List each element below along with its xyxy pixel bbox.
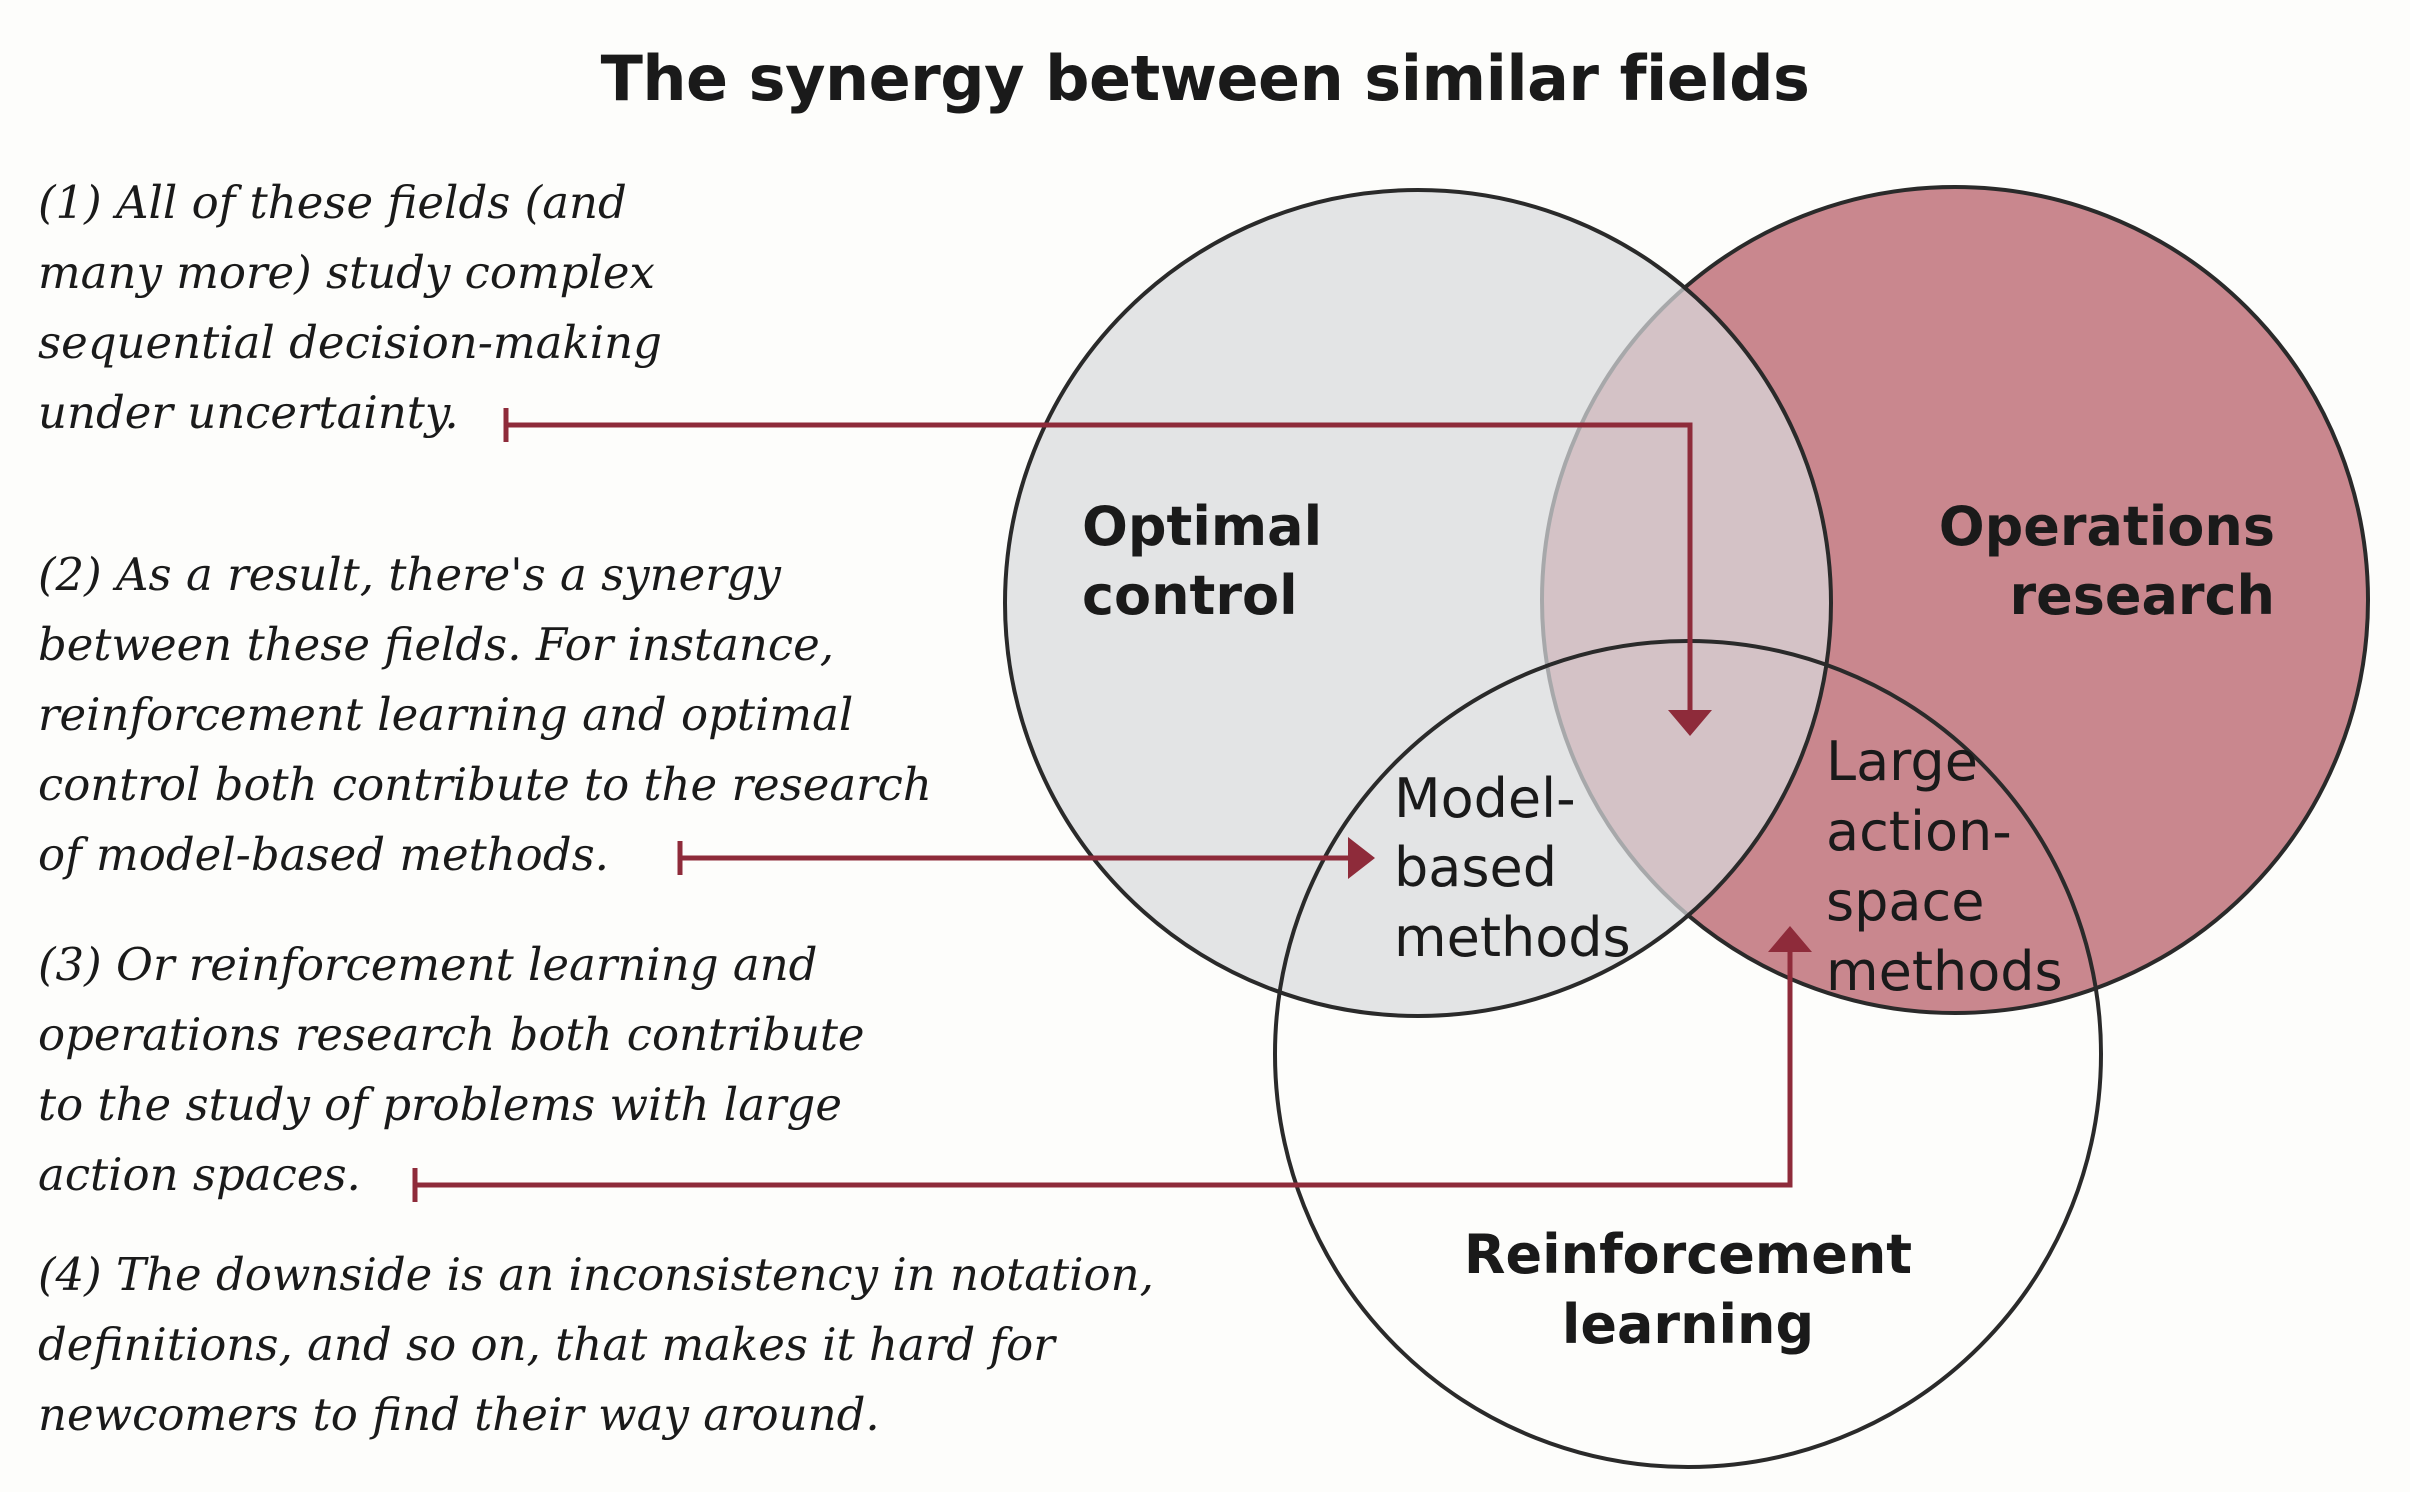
model-based-label-3: methods — [1394, 906, 1631, 969]
large-action-label-4: methods — [1826, 940, 2063, 1003]
note-1: (1) All of these fields (and many more) … — [38, 176, 662, 439]
model-based-label-1: Model- — [1394, 767, 1576, 830]
operations-research-label-1: Operations — [1939, 495, 2275, 558]
large-action-label-1: Large — [1826, 730, 1978, 793]
reinforcement-learning-label-2: learning — [1562, 1293, 1814, 1356]
arrow-2 — [677, 837, 1375, 879]
optimal-control-label-1: Optimal — [1082, 495, 1322, 558]
arrow-3 — [412, 926, 1812, 1202]
note-2: (2) As a result, there's a synergy betwe… — [38, 548, 932, 881]
model-based-label-2: based — [1394, 836, 1557, 899]
note-3: (3) Or reinforcement learning and operat… — [38, 938, 865, 1201]
reinforcement-learning-label-1: Reinforcement — [1464, 1223, 1912, 1286]
operations-research-label-2: research — [2009, 564, 2275, 627]
arrow-1 — [503, 408, 1712, 736]
large-action-label-2: action- — [1826, 800, 2012, 863]
large-action-label-3: space — [1826, 870, 1984, 933]
optimal-control-circle — [1003, 188, 1833, 1018]
optimal-control-label-2: control — [1082, 564, 1298, 627]
note-4: (4) The downside is an inconsistency in … — [38, 1248, 1154, 1441]
diagram-title: The synergy between similar fields — [600, 42, 1810, 115]
